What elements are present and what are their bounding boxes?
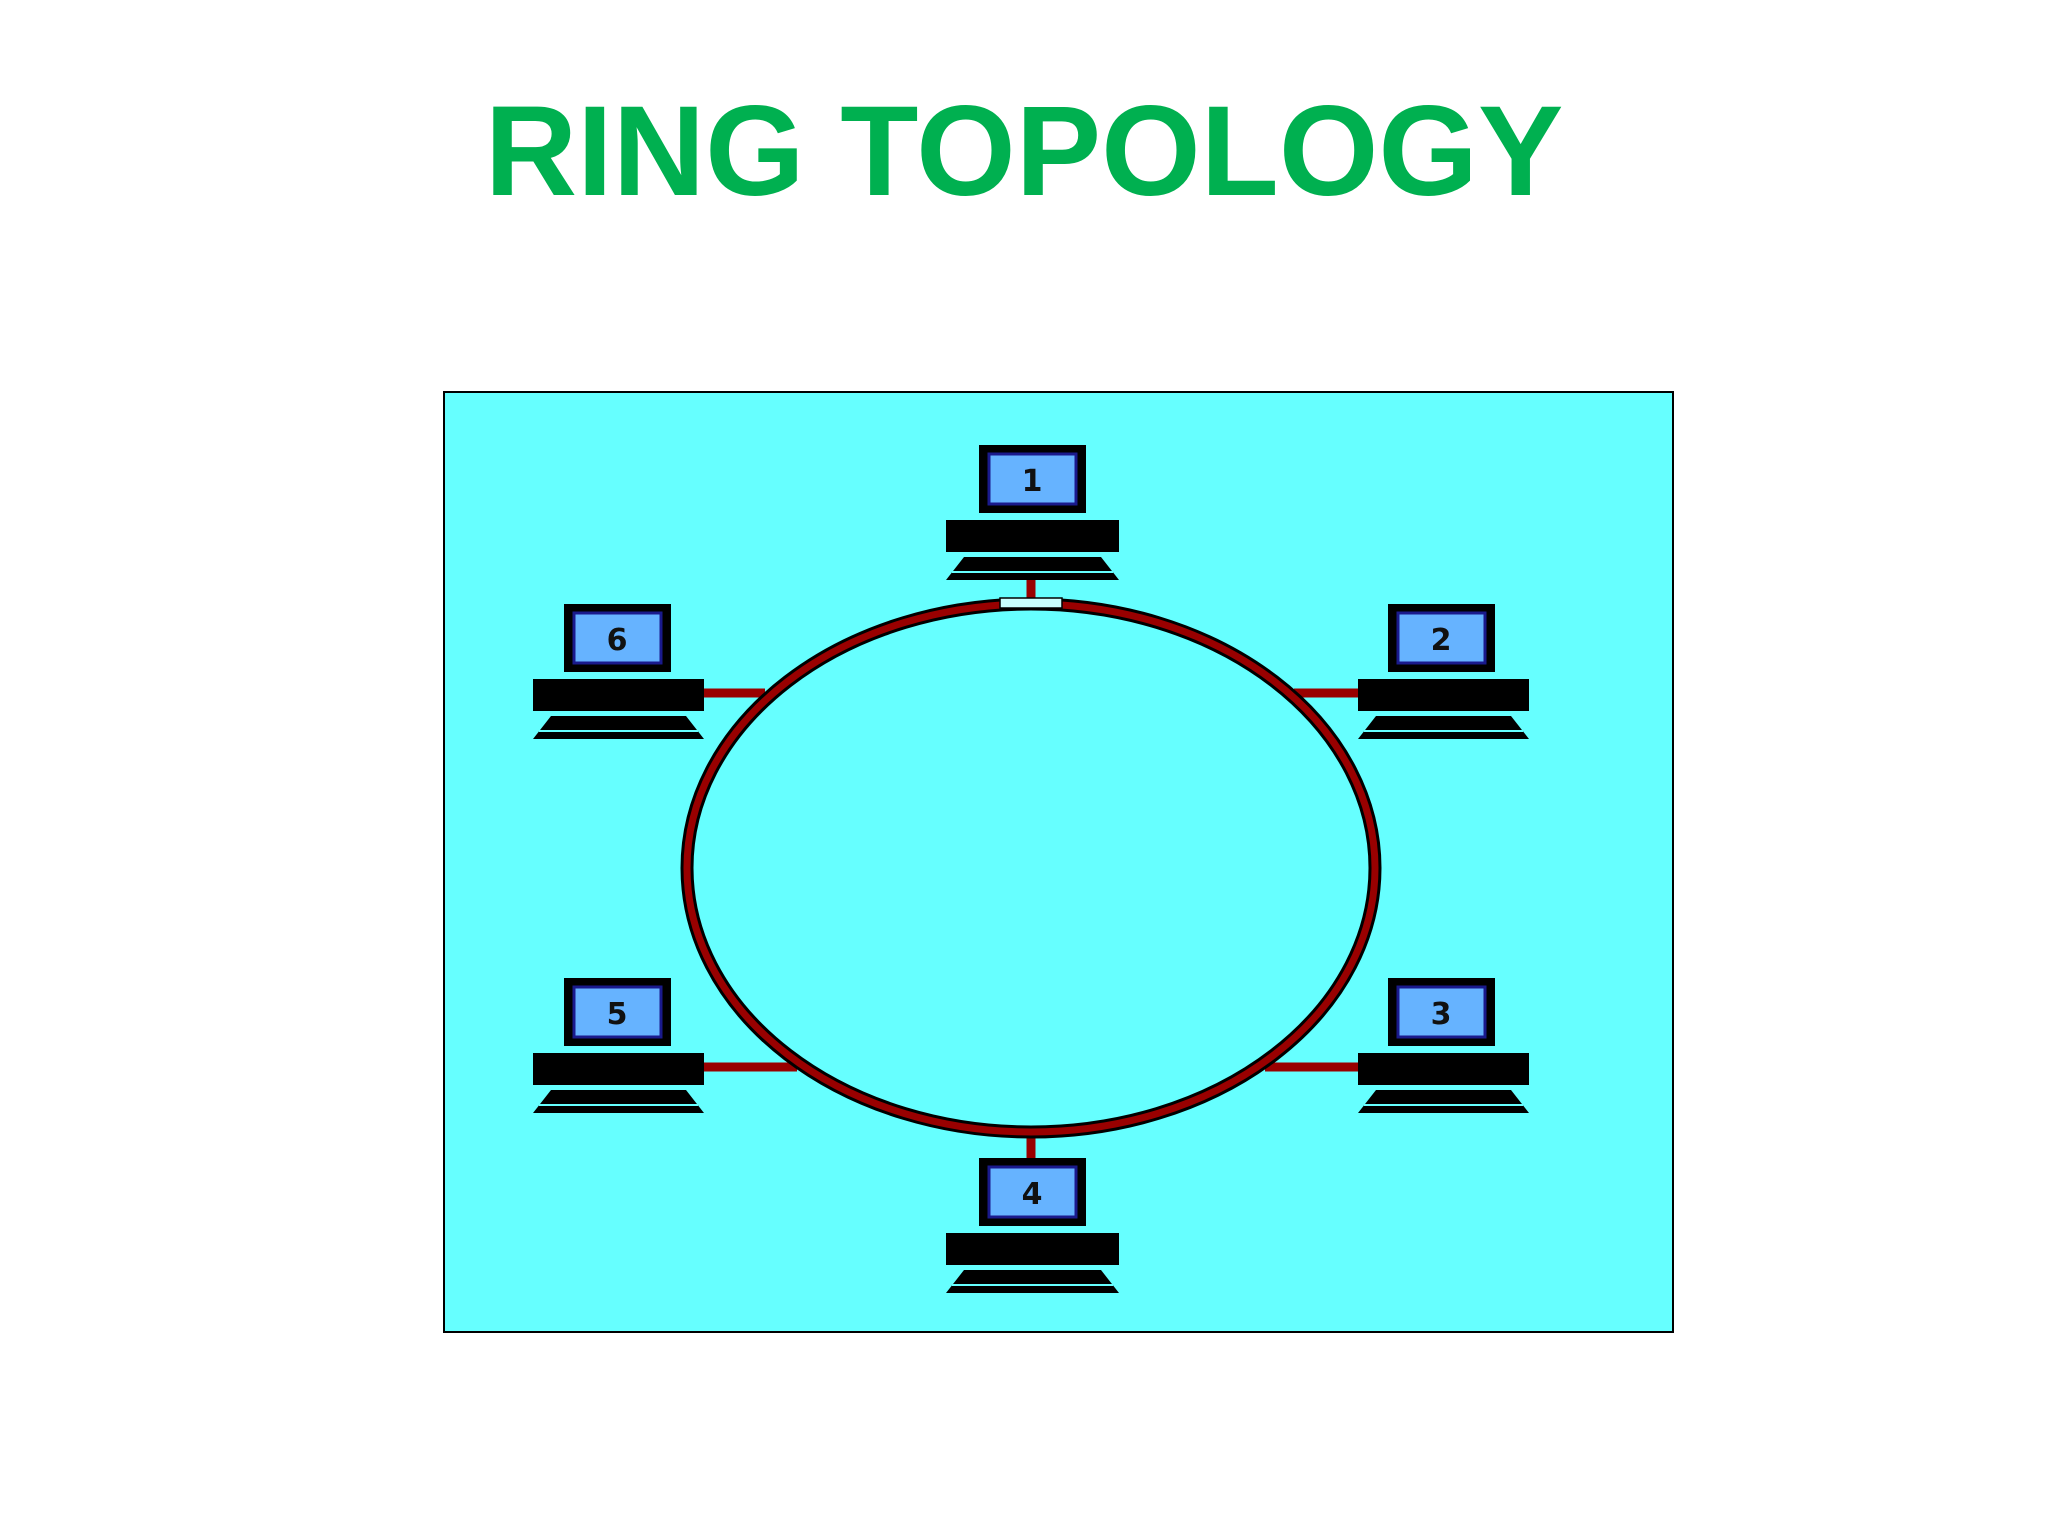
node-label: 1 bbox=[1022, 464, 1043, 499]
keyboard bbox=[946, 557, 1119, 580]
computer-node-5[interactable]: 5 bbox=[533, 978, 704, 1113]
node-label: 4 bbox=[1022, 1177, 1043, 1212]
computer-case bbox=[1358, 1053, 1529, 1085]
connector-lines bbox=[704, 580, 1358, 1158]
computer-case bbox=[1358, 679, 1529, 711]
node-label: 6 bbox=[607, 623, 628, 658]
keyboard bbox=[533, 1090, 704, 1113]
monitor-screen bbox=[1396, 985, 1487, 1039]
computer-case bbox=[533, 679, 704, 711]
computer-case bbox=[533, 1053, 704, 1085]
ring-gap-marker bbox=[999, 597, 1063, 609]
node-label: 5 bbox=[607, 997, 628, 1032]
page-title: RING TOPOLOGY bbox=[484, 80, 1564, 223]
computer-node-2[interactable]: 2 bbox=[1358, 604, 1529, 739]
monitor-screen bbox=[987, 1165, 1078, 1219]
keyboard bbox=[946, 1270, 1119, 1293]
monitor-screen bbox=[1396, 611, 1487, 665]
keyboard bbox=[1358, 1090, 1529, 1113]
node-label: 2 bbox=[1431, 623, 1452, 658]
keyboard bbox=[533, 716, 704, 739]
computer-node-6[interactable]: 6 bbox=[533, 604, 704, 739]
computer-node-1[interactable]: 1 bbox=[946, 445, 1119, 580]
computer-case bbox=[946, 1233, 1119, 1265]
computer-node-3[interactable]: 3 bbox=[1358, 978, 1529, 1113]
monitor-screen bbox=[987, 452, 1078, 506]
computer-case bbox=[946, 520, 1119, 552]
keyboard bbox=[1358, 716, 1529, 739]
monitor-screen bbox=[572, 985, 663, 1039]
computer-node-4[interactable]: 4 bbox=[946, 1158, 1119, 1293]
node-label: 3 bbox=[1431, 997, 1452, 1032]
monitor-screen bbox=[572, 611, 663, 665]
